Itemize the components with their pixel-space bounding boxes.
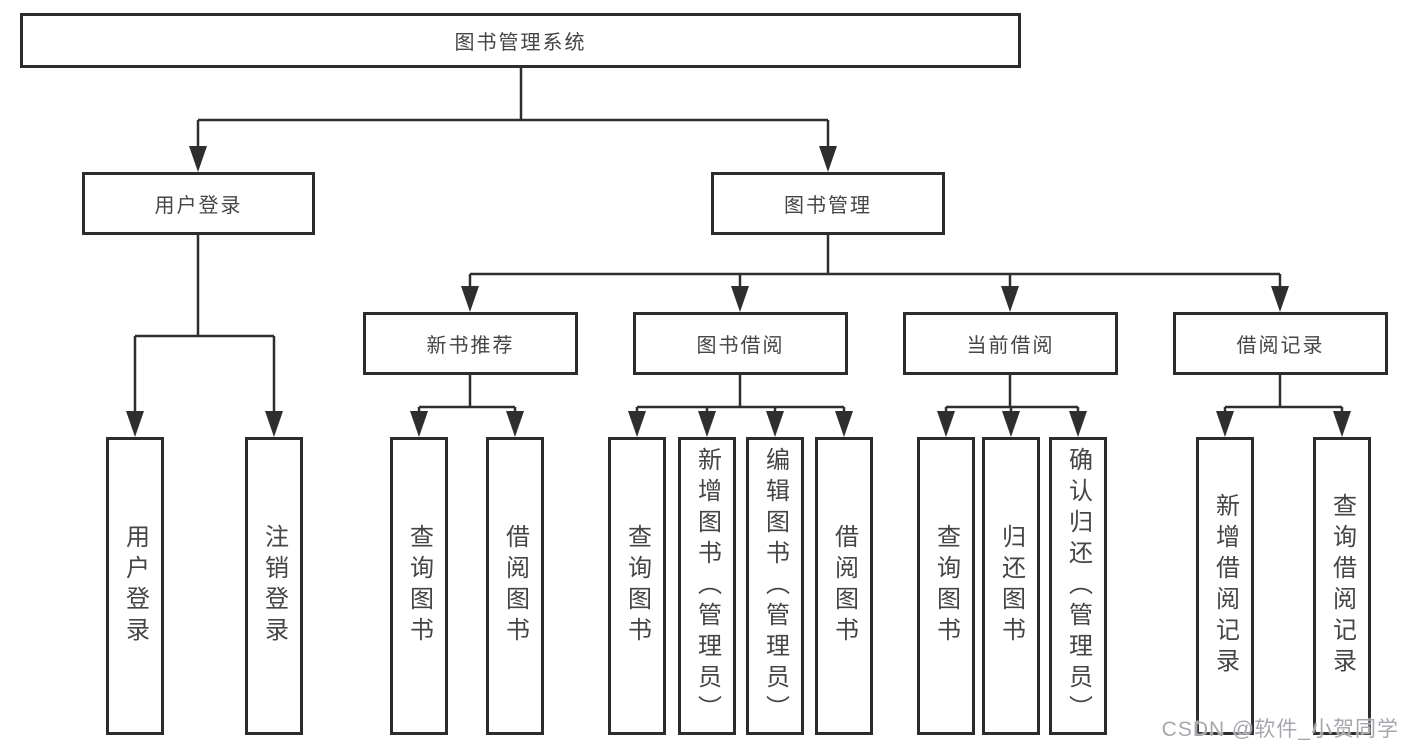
- node-library-system: 图书管理系统: [20, 13, 1021, 68]
- leaf-user-login: 用户登录: [106, 437, 164, 735]
- leaf-logout: 注销登录: [245, 437, 303, 735]
- leaf-query-borrow-record: 查询借阅记录: [1313, 437, 1371, 735]
- node-book-management: 图书管理: [711, 172, 945, 235]
- leaf-add-book-admin: 新增图书（管理员）: [678, 437, 736, 735]
- leaf-return-books: 归还图书: [982, 437, 1040, 735]
- node-book-borrowing: 图书借阅: [633, 312, 848, 375]
- node-borrowing-records: 借阅记录: [1173, 312, 1388, 375]
- node-current-borrowing: 当前借阅: [903, 312, 1118, 375]
- leaf-query-books-recommend: 查询图书: [390, 437, 448, 735]
- leaf-borrow-books: 借阅图书: [815, 437, 873, 735]
- leaf-query-books-borrow: 查询图书: [608, 437, 666, 735]
- leaf-confirm-return-admin: 确认归还（管理员）: [1049, 437, 1107, 735]
- node-user-login: 用户登录: [82, 172, 315, 235]
- leaf-borrow-books-recommend: 借阅图书: [486, 437, 544, 735]
- leaf-add-borrow-record: 新增借阅记录: [1196, 437, 1254, 735]
- csdn-watermark: CSDN @软件_小贺同学: [1161, 718, 1399, 741]
- leaf-edit-book-admin: 编辑图书（管理员）: [746, 437, 804, 735]
- leaf-query-books-current: 查询图书: [917, 437, 975, 735]
- node-new-book-recommendation: 新书推荐: [363, 312, 578, 375]
